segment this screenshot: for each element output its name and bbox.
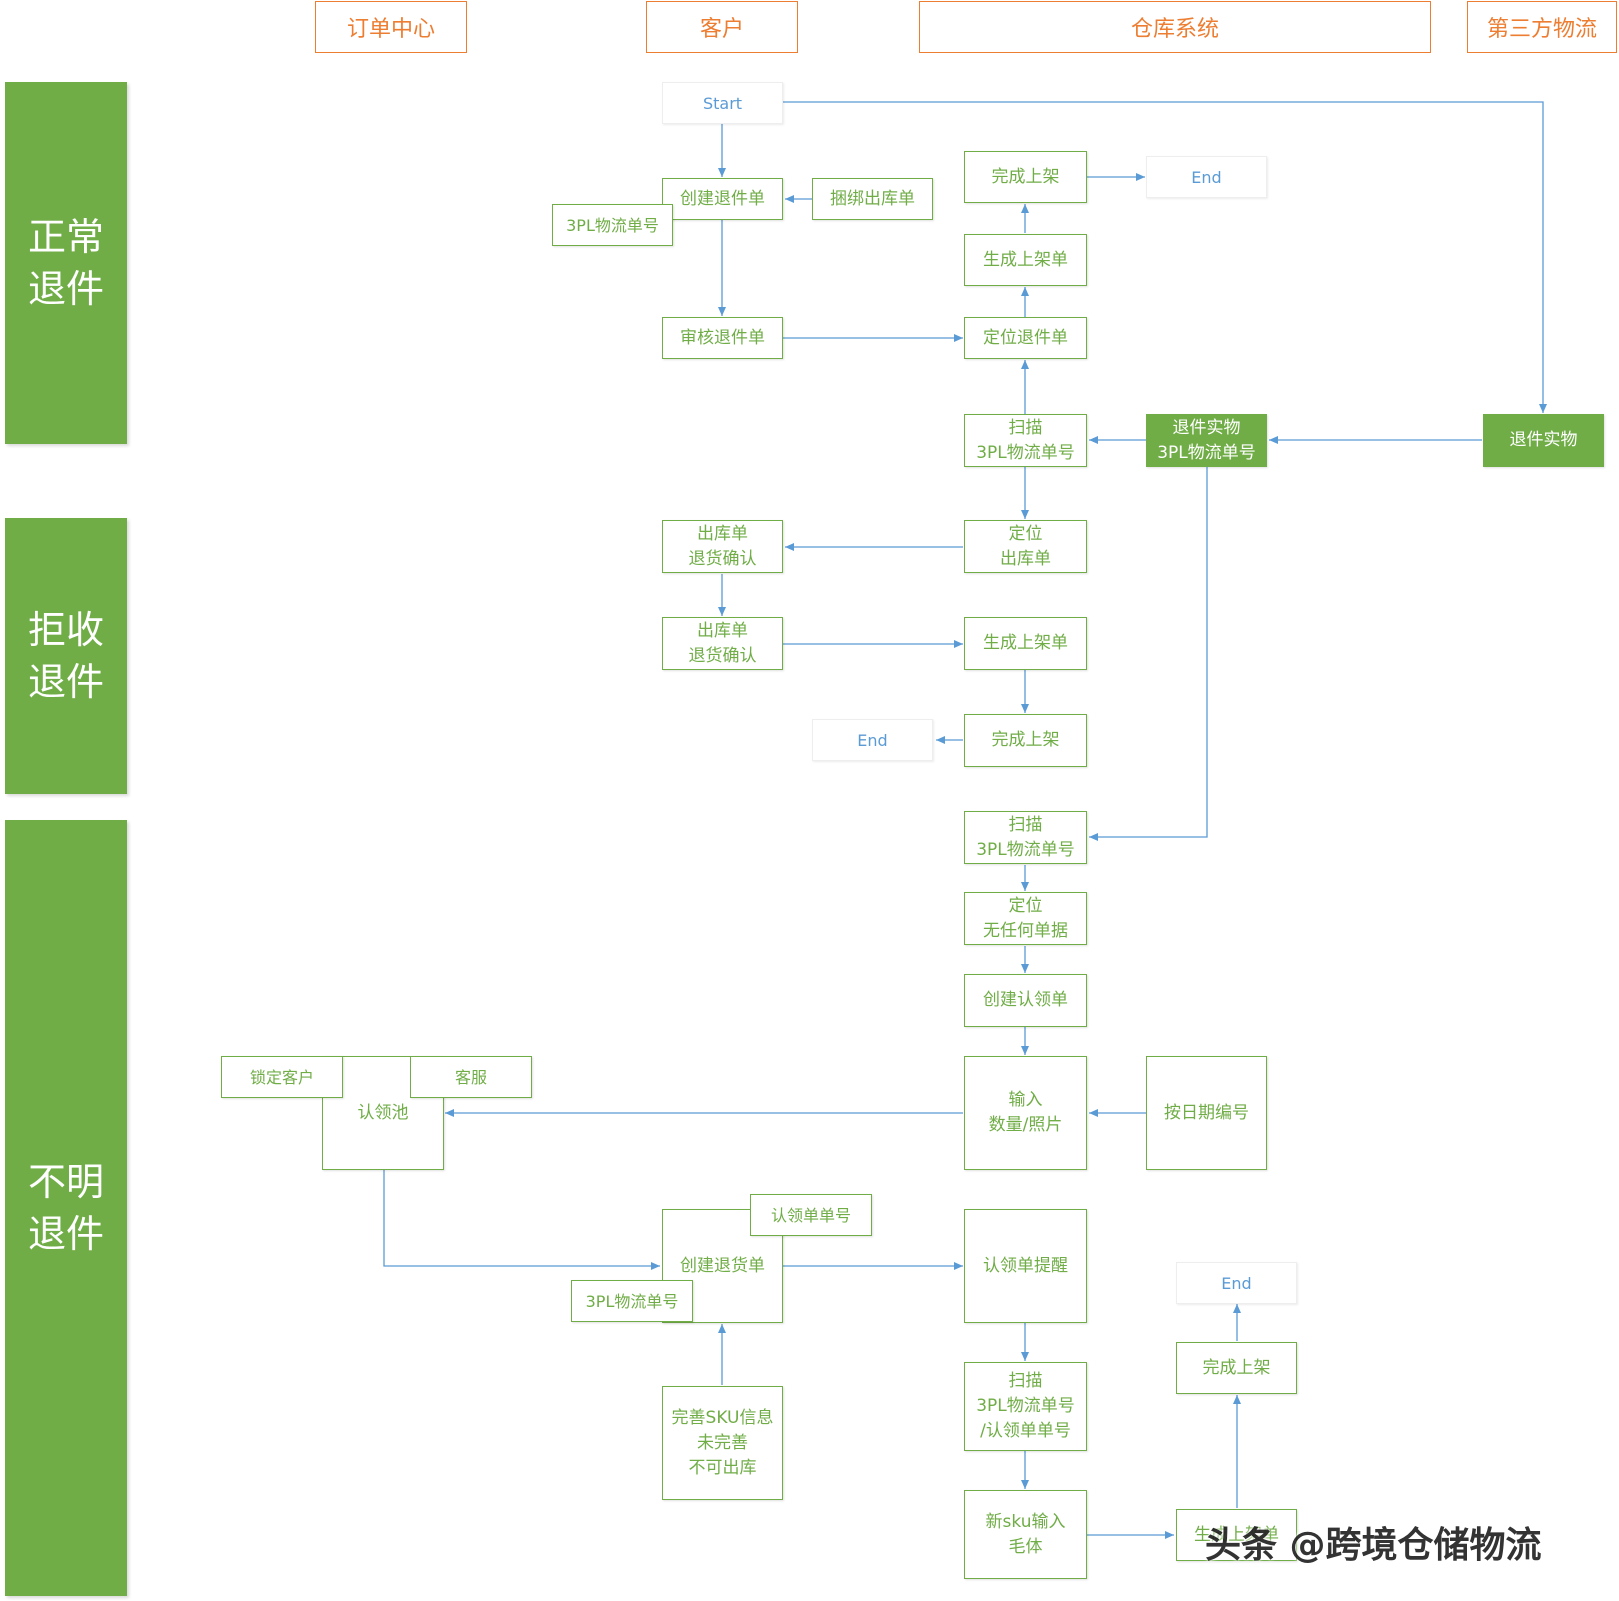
end-node-2: End [812, 719, 933, 761]
band-normal-return: 正常 退件 [5, 82, 127, 444]
number-by-date-node: 按日期编号 [1146, 1056, 1267, 1170]
scan-tpl-node-1: 扫描 3PL物流单号 [964, 414, 1087, 467]
tpl-tracking-tag-1: 3PL物流单号 [552, 204, 673, 246]
improve-sku-label: 完善SKU信息 未完善 不可出库 [671, 1407, 774, 1478]
complete-shelf-label-2: 完成上架 [991, 730, 1060, 750]
locate-return-node: 定位退件单 [964, 317, 1087, 359]
lock-customer-label: 锁定客户 [249, 1067, 314, 1087]
lane-header-warehouse-system: 仓库系统 [919, 1, 1431, 53]
scan-tpl-claim-label: 扫描 3PL物流单号 /认领单单号 [976, 1371, 1075, 1441]
bind-outbound-node: 捆绑出库单 [812, 178, 933, 220]
number-by-date-label: 按日期编号 [1164, 1102, 1249, 1123]
locate-outbound-node: 定位 出库单 [964, 520, 1087, 573]
watermark: 头条 @跨境仓储物流 [1205, 1525, 1542, 1566]
customer-service-tag: 客服 [410, 1056, 532, 1098]
band-rejected-return-label: 拒收 退件 [27, 608, 104, 704]
bind-outbound-label: 捆绑出库单 [830, 188, 915, 209]
locate-outbound-label: 定位 出库单 [1000, 523, 1051, 569]
review-return-label: 审核退件单 [680, 327, 765, 348]
complete-shelf-node-3: 完成上架 [1176, 1342, 1297, 1394]
claim-reminder-node: 认领单提醒 [964, 1209, 1087, 1323]
generate-shelf-label-2: 生成上架单 [983, 633, 1068, 653]
input-qty-photo-label: 输入 数量/照片 [988, 1090, 1063, 1135]
complete-shelf-node-1: 完成上架 [964, 151, 1087, 203]
claim-reminder-label: 认领单提醒 [983, 1255, 1068, 1276]
outbound-confirm-label-1: 出库单 退货确认 [688, 523, 757, 569]
new-sku-input-node: 新sku输入 毛体 [964, 1490, 1087, 1579]
scan-tpl-label-1: 扫描 3PL物流单号 [976, 417, 1075, 463]
create-return-order-label: 创建退件单 [680, 188, 765, 209]
claim-no-tag: 认领单单号 [750, 1194, 872, 1236]
scan-tpl-node-2: 扫描 3PL物流单号 [964, 811, 1087, 864]
input-qty-photo-node: 输入 数量/照片 [964, 1056, 1087, 1170]
create-return-goods-label: 创建退货单 [680, 1255, 765, 1276]
create-return-goods-node: 创建退货单 [662, 1209, 783, 1323]
lane-header-third-party-logistics: 第三方物流 [1467, 1, 1617, 53]
generate-shelf-node-1: 生成上架单 [964, 234, 1087, 286]
tpl-tracking-tag-2: 3PL物流单号 [571, 1280, 693, 1322]
band-rejected-return: 拒收 退件 [5, 518, 127, 794]
lane-header-order-center: 订单中心 [315, 1, 467, 53]
claim-pool-label: 认领池 [357, 1102, 409, 1123]
create-claim-node: 创建认领单 [964, 974, 1087, 1027]
arrow-tpl-to-scan-2 [1089, 467, 1208, 841]
complete-shelf-label-1: 完成上架 [991, 166, 1060, 187]
lane-header-customer: 客户 [646, 1, 798, 53]
arrow-start-to-return-item [783, 101, 1547, 413]
locate-no-doc-node: 定位 无任何单据 [964, 892, 1087, 945]
band-normal-return-label: 正常 退件 [27, 215, 104, 311]
improve-sku-node: 完善SKU信息 未完善 不可出库 [662, 1386, 783, 1500]
claim-no-label: 认领单单号 [770, 1205, 851, 1225]
end-node-3: End [1176, 1262, 1297, 1304]
scan-tpl-claim-node: 扫描 3PL物流单号 /认领单单号 [964, 1362, 1087, 1451]
lock-customer-tag: 锁定客户 [221, 1056, 343, 1098]
return-item-node: 退件实物 [1483, 414, 1604, 467]
create-claim-label: 创建认领单 [983, 990, 1068, 1010]
create-return-order-node: 创建退件单 [662, 178, 783, 220]
scan-tpl-label-2: 扫描 3PL物流单号 [976, 814, 1075, 860]
return-item-tpl-label: 退件实物 3PL物流单号 [1157, 417, 1256, 463]
start-node: Start [662, 82, 783, 124]
generate-shelf-label-3: 生成上架单 [1194, 1524, 1279, 1545]
outbound-confirm-node-2: 出库单 退货确认 [662, 617, 783, 670]
new-sku-input-label: 新sku输入 毛体 [985, 1511, 1066, 1557]
return-item-label: 退件实物 [1509, 430, 1578, 450]
review-return-node: 审核退件单 [662, 317, 783, 359]
band-unknown-return: 不明 退件 [5, 820, 127, 1596]
tpl-tracking-tag-2-label: 3PL物流单号 [585, 1291, 679, 1311]
customer-service-label: 客服 [454, 1067, 487, 1087]
arrow-claim-pool-to-create-return-goods [383, 1170, 660, 1270]
generate-shelf-label-1: 生成上架单 [983, 249, 1068, 270]
generate-shelf-node-3: 生成上架单 [1176, 1509, 1297, 1561]
return-item-tpl-node: 退件实物 3PL物流单号 [1146, 414, 1267, 467]
band-unknown-return-label: 不明 退件 [27, 1160, 104, 1256]
locate-return-label: 定位退件单 [983, 327, 1068, 348]
generate-shelf-node-2: 生成上架单 [964, 617, 1087, 670]
complete-shelf-node-2: 完成上架 [964, 714, 1087, 767]
complete-shelf-label-3: 完成上架 [1202, 1357, 1271, 1378]
outbound-confirm-node-1: 出库单 退货确认 [662, 520, 783, 573]
end-node-1: End [1146, 156, 1267, 198]
tpl-tracking-tag-1-label: 3PL物流单号 [566, 215, 659, 235]
outbound-confirm-label-2: 出库单 退货确认 [688, 620, 757, 666]
locate-no-doc-label: 定位 无任何单据 [983, 895, 1068, 941]
